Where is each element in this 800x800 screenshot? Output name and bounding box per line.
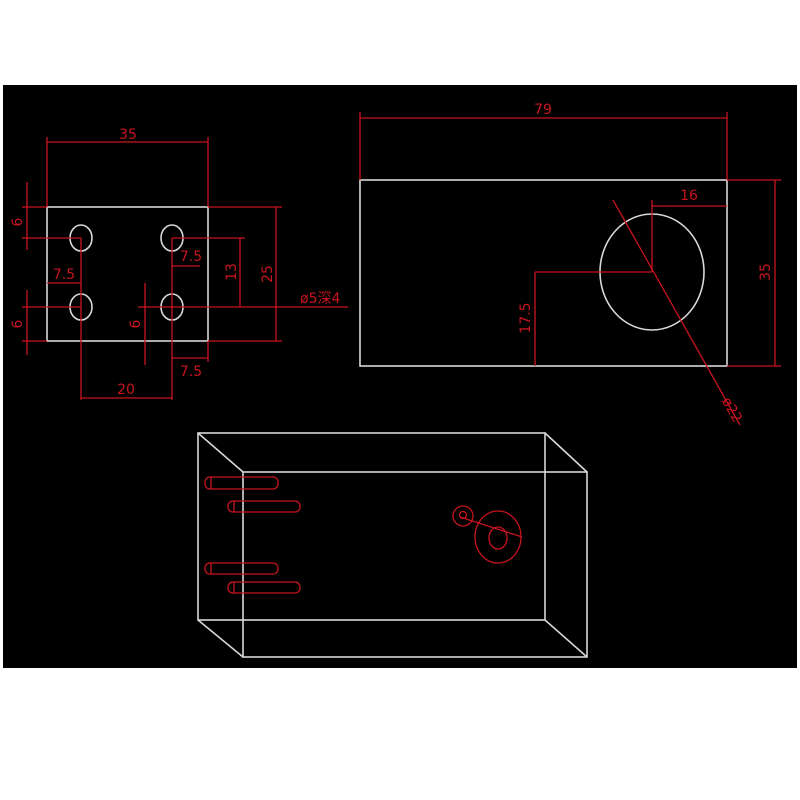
dim-top-offset: 6	[10, 217, 26, 226]
dim-width: 35	[119, 127, 137, 143]
dim-inner-offset: 6	[128, 319, 144, 328]
dim-bore-center-y: 17.5	[518, 302, 534, 333]
hole-callout: ø5深4	[300, 291, 340, 307]
side-view-outline	[359, 179, 728, 367]
dim-bottom-right-x: 7.5	[180, 364, 202, 380]
side-view: 79 16 35 17.5 ø22	[359, 102, 781, 426]
dim-bottom-offset: 6	[10, 319, 26, 328]
pin-holes	[204, 476, 301, 594]
drawing-background	[3, 85, 797, 668]
end-view-dimension-lines	[22, 137, 348, 400]
dim-bore-offset-x: 16	[680, 188, 698, 204]
side-view-dimension-lines	[359, 112, 781, 426]
dim-hole-spacing-v: 13	[224, 263, 240, 281]
dim-left-hole-x: 7.5	[53, 267, 75, 283]
dim-length: 79	[534, 102, 552, 118]
isometric-view	[197, 432, 588, 658]
dim-right-hole-x: 7.5	[180, 249, 202, 265]
end-view: 35 6 6 6 7.5 7.5 13 25 ø5深4 7.5 20	[10, 127, 348, 400]
dim-side-height: 35	[758, 263, 774, 281]
dim-hole-spacing-h: 20	[117, 382, 135, 398]
end-view-outline	[46, 206, 209, 342]
dim-height: 25	[260, 265, 276, 283]
box-wireframe	[197, 432, 588, 658]
bore-isometric	[452, 505, 523, 564]
